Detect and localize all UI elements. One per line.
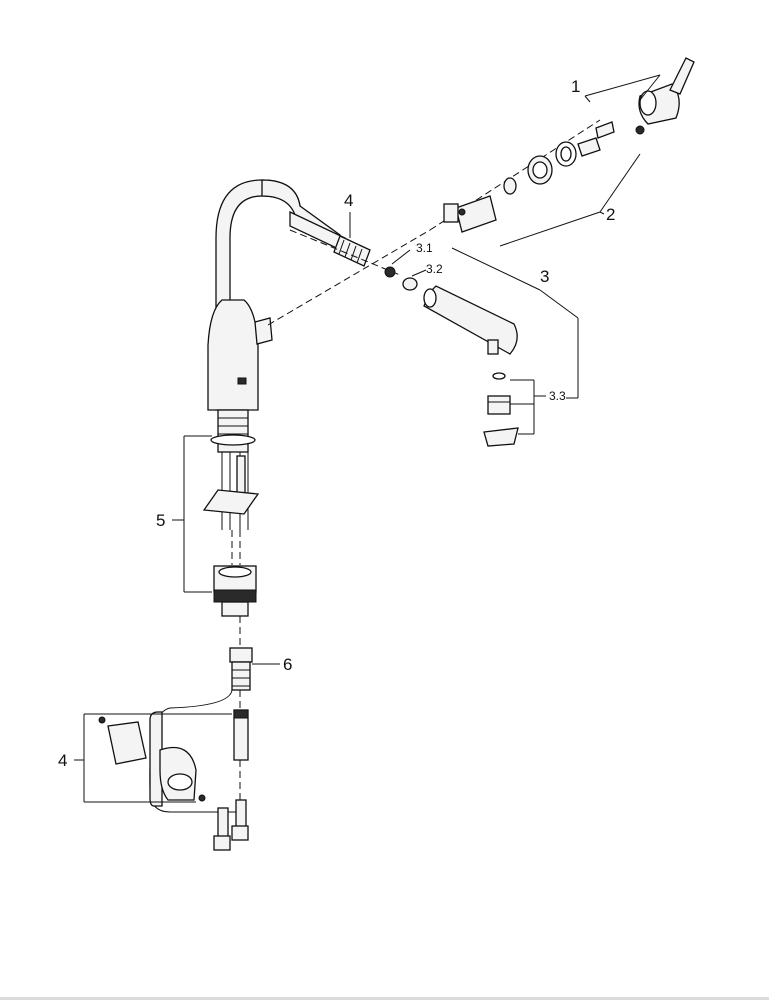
callout-3-2: 3.2 [426,262,443,276]
callout-1: 1 [571,77,580,96]
supply-hoses [213,799,249,851]
callout-2: 2 [606,205,615,224]
callout-6: 6 [283,655,292,674]
callout-3-1: 3.1 [416,241,433,255]
page-bottom-divider [0,997,769,1000]
hose-loop-and-weight [149,689,249,813]
assembly-dashed-lines [231,119,601,800]
cartridge-assembly [443,137,601,233]
callout-leaders [74,74,661,803]
spray-hose-connector-top [289,210,371,267]
faucet-body [207,179,341,411]
callout-4-top: 4 [344,191,353,210]
quick-connector [229,647,253,691]
threaded-shank [202,409,260,530]
handle-lever [595,57,695,139]
aerator-parts [483,372,519,447]
callout-5: 5 [156,511,165,530]
hose-guide-bracket [98,716,206,802]
callout-3: 3 [540,267,549,286]
callout-4-bottom: 4 [58,751,67,770]
callout-3-3: 3.3 [549,389,566,403]
pull-out-spray [384,266,518,355]
hose-nut [213,565,257,617]
